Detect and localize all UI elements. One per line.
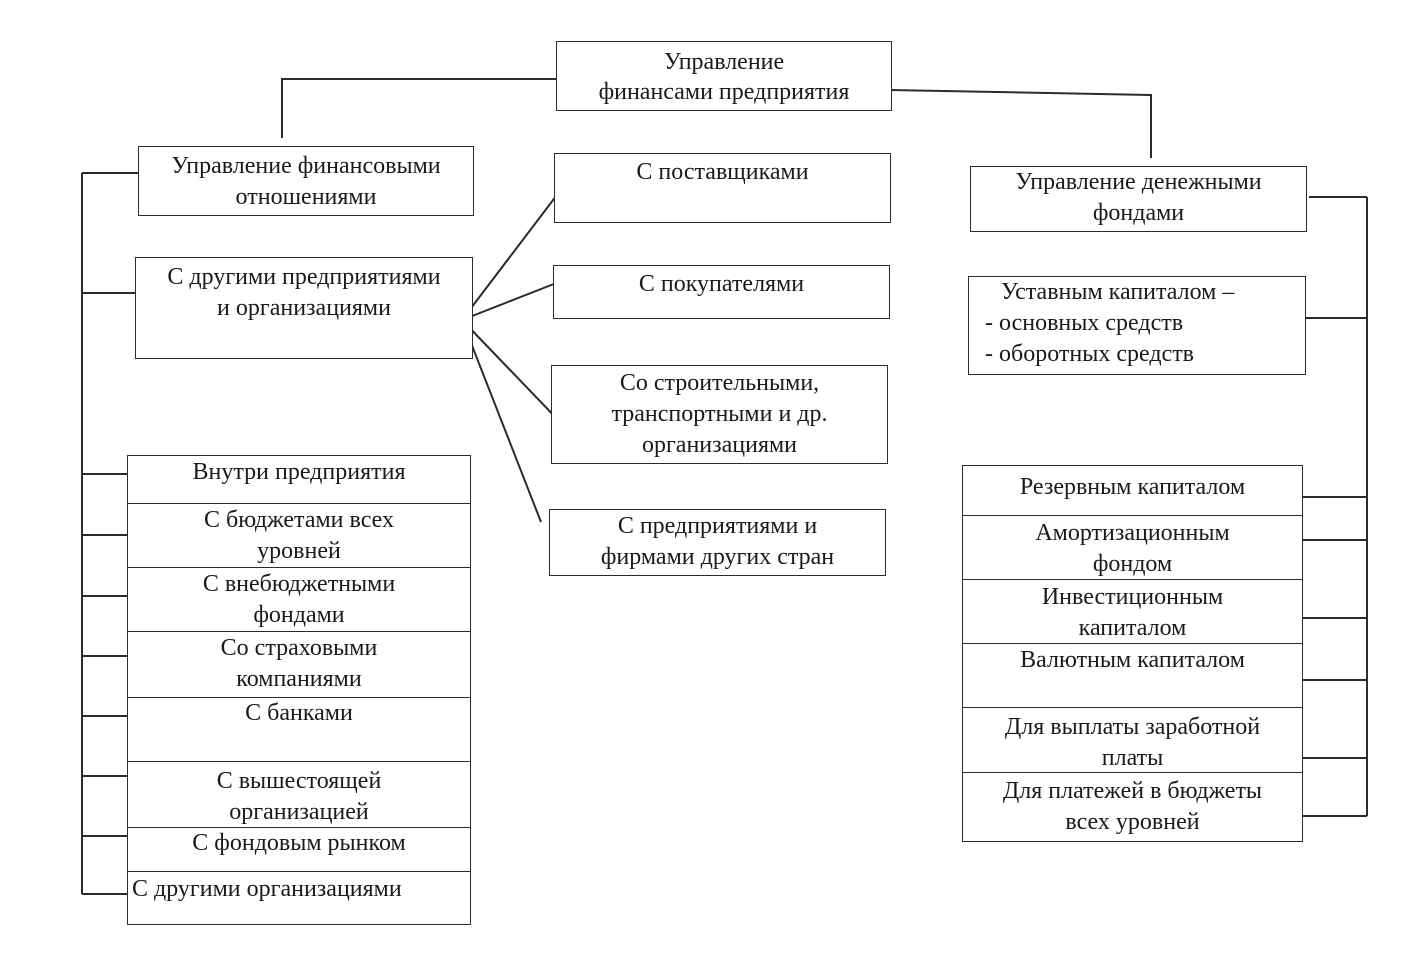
partner-line: Со строительными, [619, 370, 820, 396]
partner-box-foreign: С предприятиями и фирмами других стран [549, 509, 886, 576]
partner-line: транспортными и др. [611, 401, 828, 427]
relations-title-line1: Управление финансовыми [171, 153, 441, 179]
list-item-line: Внутри предприятия [192, 459, 406, 485]
relations-list-item: С внебюджетными фондами [128, 568, 470, 632]
list-item-line: платы [1101, 745, 1164, 771]
charter-line1: Уставным капиталом – [1001, 279, 1235, 305]
relations-list: Внутри предприятия С бюджетами всех уров… [127, 455, 471, 925]
charter-line3: - оборотных средств [985, 341, 1195, 367]
enterprises-line1: С другими предприятиями [167, 264, 441, 290]
list-item-line: С внебюджетными [202, 571, 396, 597]
relations-list-item: С банками [128, 698, 470, 762]
list-item-line: Со страховыми [220, 635, 378, 661]
funds-list-item: Амортизационным фондом [963, 516, 1302, 580]
root-line2: финансами предприятия [598, 79, 850, 105]
funds-list-item: Инвестиционным капиталом [963, 580, 1302, 644]
relations-list-item: С вышестоящей организацией [128, 762, 470, 828]
list-item-line: С другими организациями [132, 876, 402, 902]
partner-box-suppliers: С поставщиками [554, 153, 891, 223]
charter-capital-box: Уставным капиталом – - основных средств … [968, 276, 1306, 375]
list-item-line: всех уровней [1065, 809, 1200, 835]
list-item-line: С фондовым рынком [192, 830, 406, 856]
list-item-line: организацией [229, 799, 369, 825]
list-item-line: капиталом [1078, 615, 1187, 641]
relations-list-item: Со страховыми компаниями [128, 632, 470, 698]
partner-line: С поставщиками [636, 159, 809, 185]
funds-list-item: Для платежей в бюджеты всех уровней [963, 773, 1302, 841]
partner-box-construction: Со строительными, транспортными и др. ор… [551, 365, 888, 464]
root-box: Управление финансами предприятия [556, 41, 892, 111]
funds-list-item: Для выплаты заработной платы [963, 708, 1302, 773]
enterprises-box: С другими предприятиями и организациями [135, 257, 473, 359]
list-item-line: Для выплаты заработной [1004, 714, 1261, 740]
list-item-line: уровней [257, 538, 341, 564]
funds-list-item: Резервным капиталом [963, 466, 1302, 516]
list-item-line: компаниями [236, 666, 362, 692]
list-item-line: фондами [253, 602, 345, 628]
list-item-line: Валютным капиталом [1020, 647, 1245, 673]
list-item-line: Инвестиционным [1041, 584, 1224, 610]
list-item-line: Амортизационным [1035, 520, 1230, 546]
partner-line: организациями [641, 432, 798, 458]
list-item-line: С банками [245, 700, 353, 726]
connector-fan [461, 319, 563, 425]
list-item-line: Для платежей в бюджеты [1002, 778, 1263, 804]
list-item-line: С вышестоящей [216, 768, 382, 794]
relations-list-item: Внутри предприятия [128, 456, 470, 504]
partner-box-buyers: С покупателями [553, 265, 890, 319]
list-item-line: С бюджетами всех [204, 507, 394, 533]
funds-title-line2: фондами [1092, 200, 1185, 226]
funds-title-line1: Управление денежными [1015, 169, 1262, 195]
relations-title-line2: отношениями [235, 184, 377, 210]
connector-root-relations [281, 78, 556, 138]
funds-list-item: Валютным капиталом [963, 644, 1302, 708]
connector-fan [461, 182, 567, 321]
funds-list: Резервным капиталом Амортизационным фонд… [962, 465, 1303, 842]
enterprises-line2: и организациями [217, 295, 391, 321]
connector-fan [461, 319, 542, 523]
relations-list-item: С фондовым рынком [128, 828, 470, 872]
relations-list-item: С другими организациями [128, 872, 470, 924]
relations-list-item: С бюджетами всех уровней [128, 504, 470, 568]
funds-title-box: Управление денежными фондами [970, 166, 1307, 232]
list-item-line: Резервным капиталом [1019, 474, 1246, 500]
partner-line: С покупателями [638, 271, 805, 297]
partner-line: С предприятиями и [617, 513, 818, 539]
list-item-line: фондом [1092, 551, 1173, 577]
partner-line: фирмами других стран [600, 544, 835, 570]
root-line1: Управление [663, 49, 785, 75]
relations-title-box: Управление финансовыми отношениями [138, 146, 474, 216]
charter-line2: - основных средств [985, 310, 1184, 336]
connector-root-funds [889, 89, 1152, 158]
connector-fan [461, 279, 565, 321]
